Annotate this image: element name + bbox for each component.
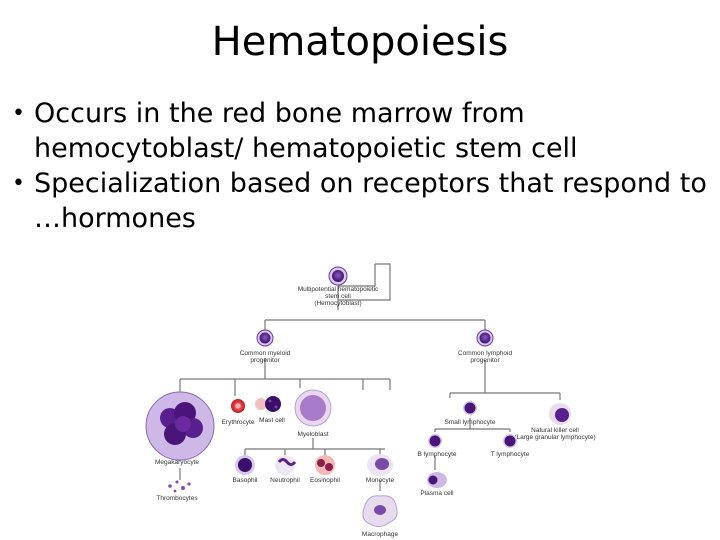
- bullet-list: • Occurs in the red bone marrow from hem…: [12, 96, 712, 236]
- hematopoiesis-diagram: Multipotential hematopoietic stem cell (…: [145, 263, 596, 538]
- nk-cell-label-1: Natural killer cell: [531, 427, 579, 434]
- slide-title: Hematopoiesis: [211, 19, 509, 65]
- lymphoid-label-1: Common lymphoid: [458, 350, 513, 357]
- basophil-label: Basophil: [233, 477, 258, 484]
- t-lymphocyte-label: T lymphocyte: [491, 451, 530, 458]
- myeloblast-label: Myeloblast: [297, 431, 328, 438]
- macrophage: Macrophage: [362, 495, 399, 538]
- small-lymphocyte: Small lymphocyte: [445, 401, 496, 426]
- bullet-item: • Occurs in the red bone marrow from hem…: [12, 96, 712, 166]
- erythrocyte: Erythrocyte: [222, 399, 255, 426]
- stem-cell-label-3: (Hemocytoblast): [314, 300, 361, 307]
- bullet-dot-icon: •: [12, 171, 25, 196]
- bullet-dot-icon: •: [12, 101, 25, 126]
- myeloid-progenitor: Common myeloid progenitor: [240, 329, 291, 364]
- nk-cell-label-2: (Large granular lymphocyte): [514, 434, 595, 441]
- b-lymphocyte: B lymphocyte: [417, 434, 457, 458]
- nk-cell: Natural killer cell (Large granular lymp…: [514, 403, 596, 441]
- megakaryocyte-label: Megakaryocyte: [155, 459, 199, 466]
- myeloid-label-2: progenitor: [250, 357, 280, 364]
- stem-cell: Multipotential hematopoietic stem cell (…: [298, 266, 379, 307]
- myeloblast: Myeloblast: [294, 389, 332, 438]
- eosinophil-label: Eosinophil: [310, 477, 341, 484]
- mast-cell: Mast cell: [255, 396, 285, 424]
- bullet-item: • Specialization based on receptors that…: [12, 166, 712, 236]
- erythrocyte-label: Erythrocyte: [222, 419, 255, 426]
- thrombocytes-label: Thrombocytes: [156, 495, 198, 502]
- basophil: Basophil: [233, 455, 258, 484]
- eosinophil: Eosinophil: [310, 455, 341, 484]
- plasma-cell-label: Plasma cell: [420, 490, 454, 497]
- macrophage-label: Macrophage: [362, 531, 399, 538]
- t-lymphocyte: T lymphocyte: [491, 434, 530, 458]
- neutrophil-label: Neutrophil: [270, 477, 300, 484]
- megakaryocyte: Megakaryocyte: [145, 391, 215, 466]
- monocyte-label: Monocyte: [366, 477, 395, 484]
- monocyte: Monocyte: [366, 454, 395, 484]
- lymphoid-label-2: progenitor: [470, 357, 500, 364]
- thrombocytes: Thrombocytes: [156, 480, 198, 502]
- neutrophil: Neutrophil: [270, 455, 300, 484]
- bullet-text: Specialization based on receptors that r…: [34, 168, 707, 234]
- b-lymphocyte-label: B lymphocyte: [417, 451, 456, 458]
- stem-cell-label-1: Multipotential hematopoietic: [298, 286, 379, 293]
- mast-cell-label: Mast cell: [259, 417, 285, 424]
- small-lymphocyte-label: Small lymphocyte: [445, 419, 496, 426]
- stem-cell-label-2: stem cell: [325, 293, 351, 300]
- connector-lines: [179, 263, 561, 491]
- myeloid-label-1: Common myeloid: [240, 350, 291, 357]
- lymphoid-progenitor: Common lymphoid progenitor: [458, 329, 513, 364]
- bullet-text: Occurs in the red bone marrow from hemoc…: [34, 98, 578, 164]
- plasma-cell: Plasma cell: [420, 472, 454, 497]
